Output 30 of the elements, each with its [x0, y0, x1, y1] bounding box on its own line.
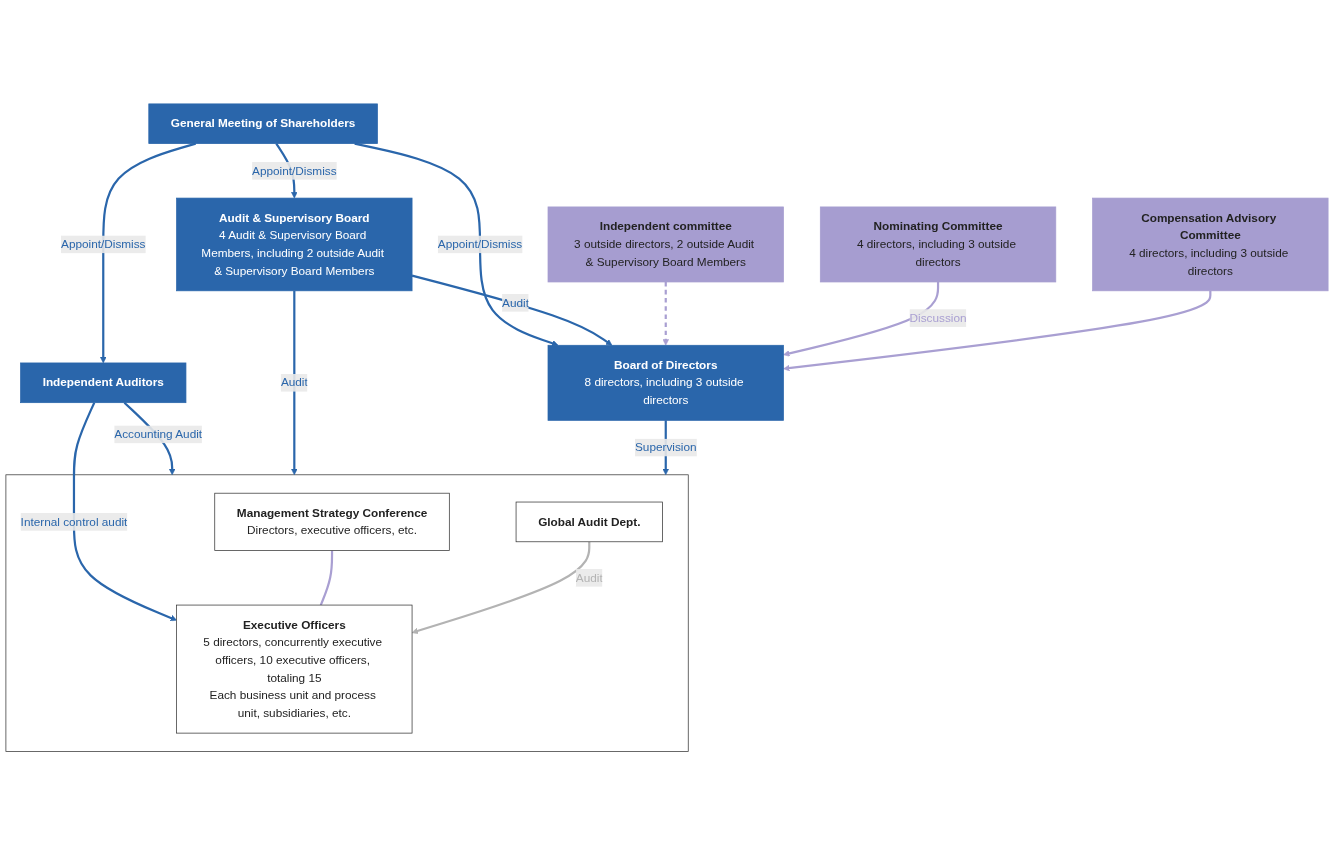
node-box: Independent committee 3 outside directors, 2 outside Audit & Supervisory Board Members [547, 206, 784, 283]
node-box: Executive Officers 5 directors, concurrently executive officers, 10 executive officers, totaling 15 Each business unit and process unit, subsidiaries, etc. [176, 605, 413, 734]
node-box: Independent Auditors [20, 362, 187, 404]
node-box: Global Audit Dept. [515, 501, 663, 543]
node-box: Audit & Supervisory Board 4 Audit & Supervisory Board Members, including 2 outside Audit & Supervisory Board Members [176, 198, 413, 292]
node-box: Compensation Advisory Committee 4 directors, including 3 outside directors [1092, 198, 1329, 292]
edge-label: Audit [280, 376, 308, 389]
edge-label: Accounting Audit [114, 428, 203, 441]
connector [319, 550, 334, 606]
edge-label: Audit [502, 296, 529, 310]
arrow [783, 282, 940, 357]
edge-label: Supervision [634, 441, 697, 454]
node-box: Management Strategy Conference Directors, executive officers, etc. [214, 493, 450, 552]
edge-label: Discussion [909, 311, 967, 325]
edge-label: Audit [575, 571, 603, 585]
edge-label: Internal control audit [20, 515, 128, 529]
arrow [411, 274, 613, 346]
arrow [291, 291, 298, 476]
node-box: General Meeting of Shareholders [148, 103, 378, 145]
cluster [5, 474, 689, 753]
arrow [354, 142, 559, 347]
arrow [411, 542, 591, 635]
node-box: Nominating Committee 4 directors, including 3 outside directors [819, 206, 1057, 283]
edge-label: Appoint/Dismiss [437, 238, 523, 251]
arrow [662, 282, 669, 346]
arrow [100, 142, 196, 364]
arrow [783, 291, 1212, 372]
edge-label: Appoint/Dismiss [61, 238, 146, 251]
edge-label: Appoint/Dismiss [252, 164, 337, 178]
node-box: Board of Directors 8 directors, including 3 outside directors [547, 345, 784, 421]
